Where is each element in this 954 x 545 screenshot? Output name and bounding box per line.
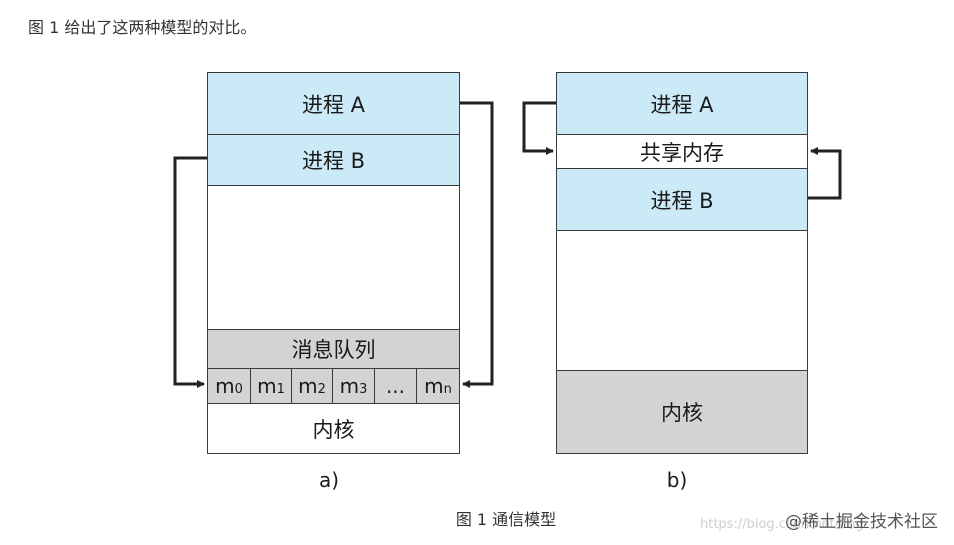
message-sub: 1 [276,381,285,397]
intro-text: 图 1 给出了这两种模型的对比。 [28,18,257,37]
a-label: a) [318,468,340,492]
message-base: ... [385,374,406,398]
message-cell: ... [374,368,417,404]
a-arrow-process-b-to-queue [173,156,207,388]
figure-caption: 图 1 通信模型 [455,510,557,529]
message-sub: 0 [234,381,243,397]
b-process-b: 进程 B [556,168,808,231]
message-base: m [257,374,277,398]
message-sub: n [443,381,452,397]
b-process-a: 进程 A [556,72,808,135]
message-sub: 3 [359,381,368,397]
b-arrow-process-a-to-shared [522,101,556,155]
watermark: @稀土掘金技术社区 [785,512,938,532]
b-label: b) [666,468,688,492]
message-base: m [298,374,318,398]
message-base: m [215,374,235,398]
a-kernel: 内核 [207,403,460,454]
b-kernel: 内核 [556,370,808,454]
message-base: m [339,374,360,398]
b-arrow-process-b-to-shared [808,147,842,200]
message-base: m [424,374,444,398]
b-shared-memory: 共享内存 [556,134,808,169]
message-sub: 2 [317,381,326,397]
watermark-url: https://blog.csdn.net/Eng [700,517,864,532]
a-arrow-process-a-to-queue [460,101,494,388]
b-empty-space [556,230,808,371]
